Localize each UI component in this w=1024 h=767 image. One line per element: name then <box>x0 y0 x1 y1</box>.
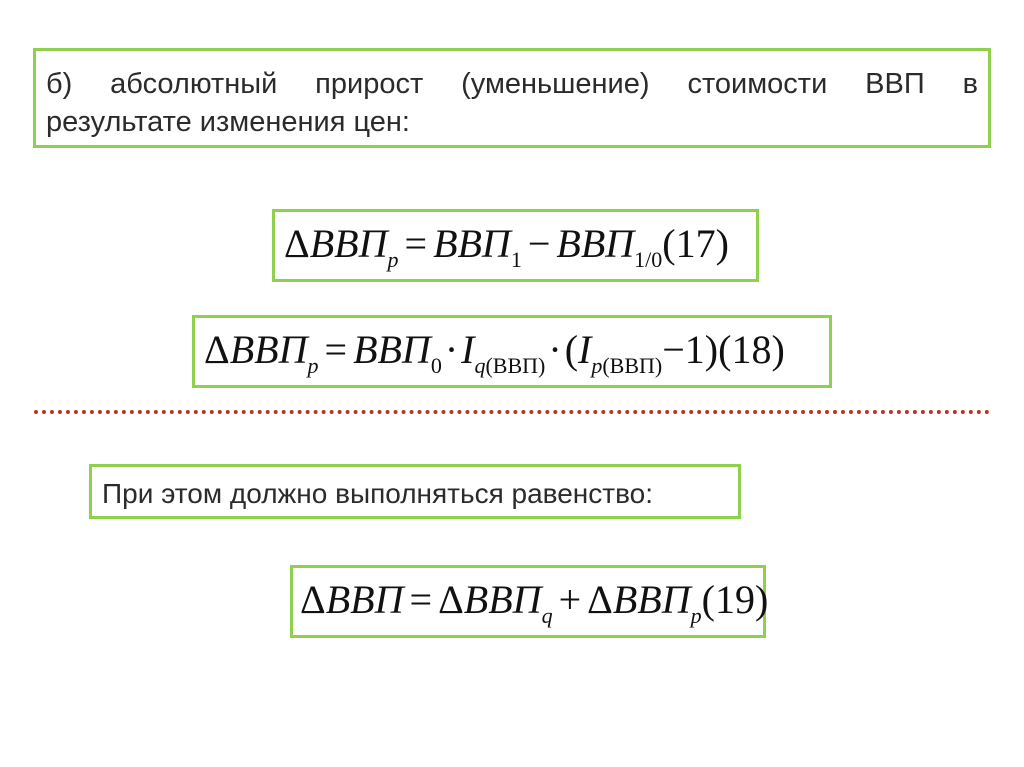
equals-sign: = <box>409 577 433 622</box>
minus-sign: − <box>527 221 551 266</box>
subscript-p: p <box>591 353 603 378</box>
subscript-p: p <box>690 603 702 628</box>
subscript-p: p <box>307 353 319 378</box>
equals-sign: = <box>404 221 428 266</box>
equation-number-18: (18) <box>718 327 785 372</box>
heading-line-2: результате изменения цен: <box>46 106 410 138</box>
formula-19-box <box>290 565 766 638</box>
note-box: При этом должно выполняться равенство: <box>89 464 741 519</box>
dotted-divider <box>34 410 990 414</box>
index-symbol: I <box>578 327 592 372</box>
equals-sign: = <box>324 327 348 372</box>
subscript-q: q <box>474 353 486 378</box>
minus-one: −1) <box>662 327 719 372</box>
subscript-gdp-paren: (ВВП) <box>602 353 663 378</box>
subscript-q: q <box>541 603 553 628</box>
gdp-variable: ВВП <box>463 577 542 622</box>
plus-sign: + <box>558 577 582 622</box>
subscript-p: p <box>387 247 399 272</box>
note-text: При этом должно выполняться равенство: <box>102 478 653 509</box>
gdp-variable: ВВП <box>229 327 308 372</box>
formula-17-box <box>272 209 759 282</box>
subscript-1: 1 <box>510 247 522 272</box>
heading-line-1: б) абсолютный прирост (уменьшение) стоим… <box>46 68 978 100</box>
formula-18: ΔВВПp=ВВП0·Iq(ВВП)·(Ip(ВВП)−1)(18) <box>204 327 785 377</box>
delta-symbol: Δ <box>438 577 464 622</box>
gdp-variable: ВВП <box>433 221 511 266</box>
gdp-variable: ВВП <box>556 221 635 266</box>
formula-18-box <box>192 315 832 388</box>
index-symbol: I <box>461 327 475 372</box>
gdp-variable: ВВП <box>309 221 388 266</box>
formula-19: ΔВВП=ΔВВПq+ΔВВПp(19) <box>300 577 769 627</box>
equation-number-17: (17) <box>662 221 729 266</box>
delta-symbol: Δ <box>284 221 310 266</box>
multiply-dot: · <box>444 327 459 372</box>
heading-box: б) абсолютный прирост (уменьшение) стоим… <box>33 48 991 148</box>
subscript-gdp-paren: (ВВП) <box>485 353 546 378</box>
subscript-0: 0 <box>430 353 442 378</box>
multiply-dot: · <box>548 327 562 372</box>
gdp-variable: ВВП <box>353 327 431 372</box>
open-paren: ( <box>564 327 579 372</box>
delta-symbol: Δ <box>587 577 613 622</box>
equation-number-19: (19) <box>701 577 769 622</box>
delta-symbol: Δ <box>300 577 326 622</box>
formula-17: ΔВВПp=ВВП1−ВВП1/0(17) <box>284 221 729 271</box>
delta-symbol: Δ <box>204 327 230 372</box>
gdp-variable: ВВП <box>612 577 691 622</box>
gdp-variable: ВВП <box>325 577 404 622</box>
subscript-1-0: 1/0 <box>634 247 663 272</box>
